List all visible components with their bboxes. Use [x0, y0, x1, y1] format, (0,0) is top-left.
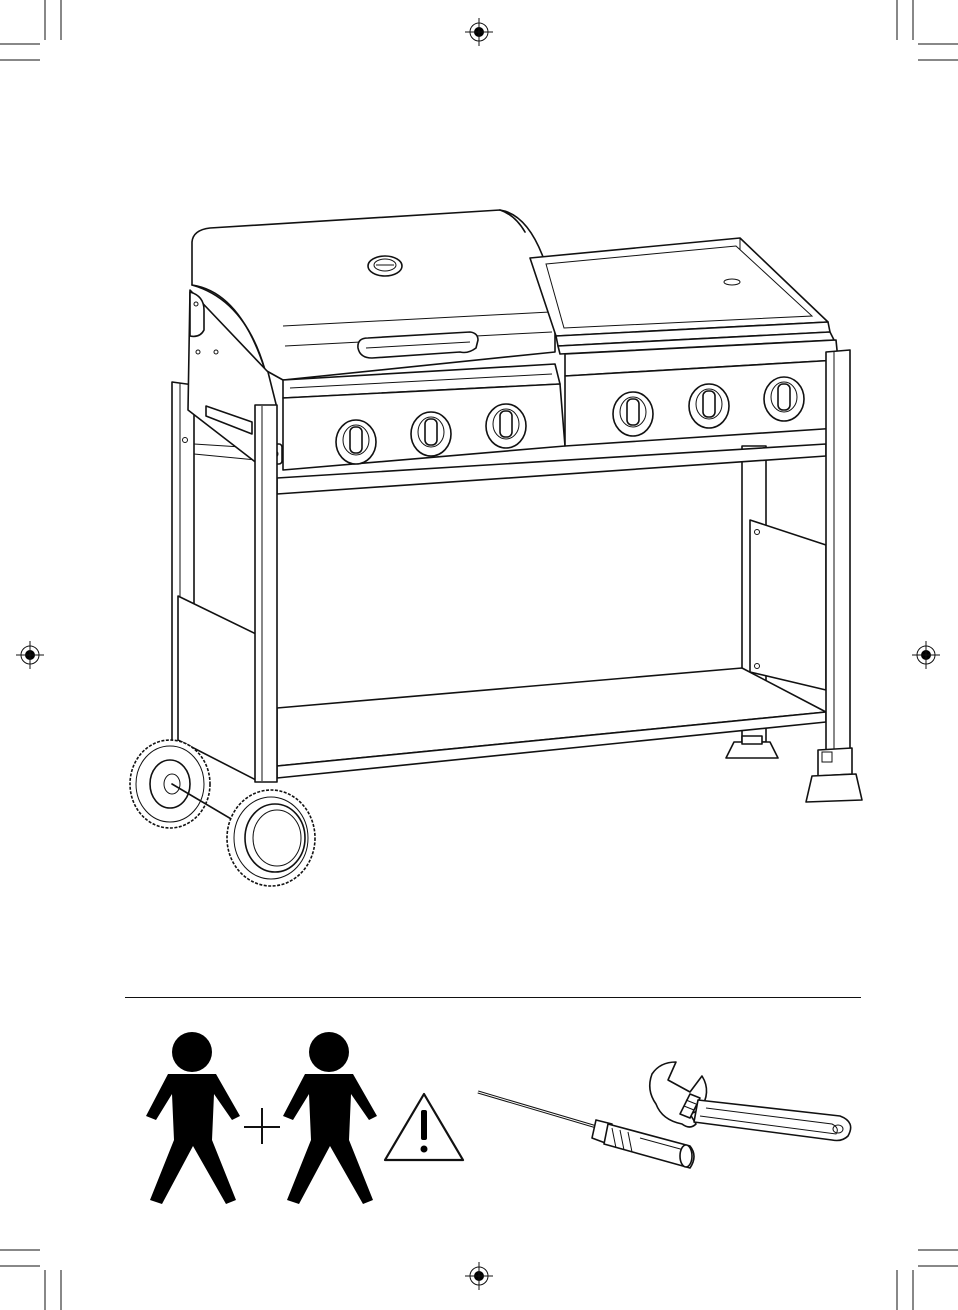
plus-icon	[244, 1108, 280, 1144]
person-icon	[283, 1032, 377, 1204]
warning-triangle-icon	[385, 1094, 463, 1160]
person-icon	[146, 1032, 240, 1204]
adjustable-wrench-icon	[650, 1062, 851, 1141]
